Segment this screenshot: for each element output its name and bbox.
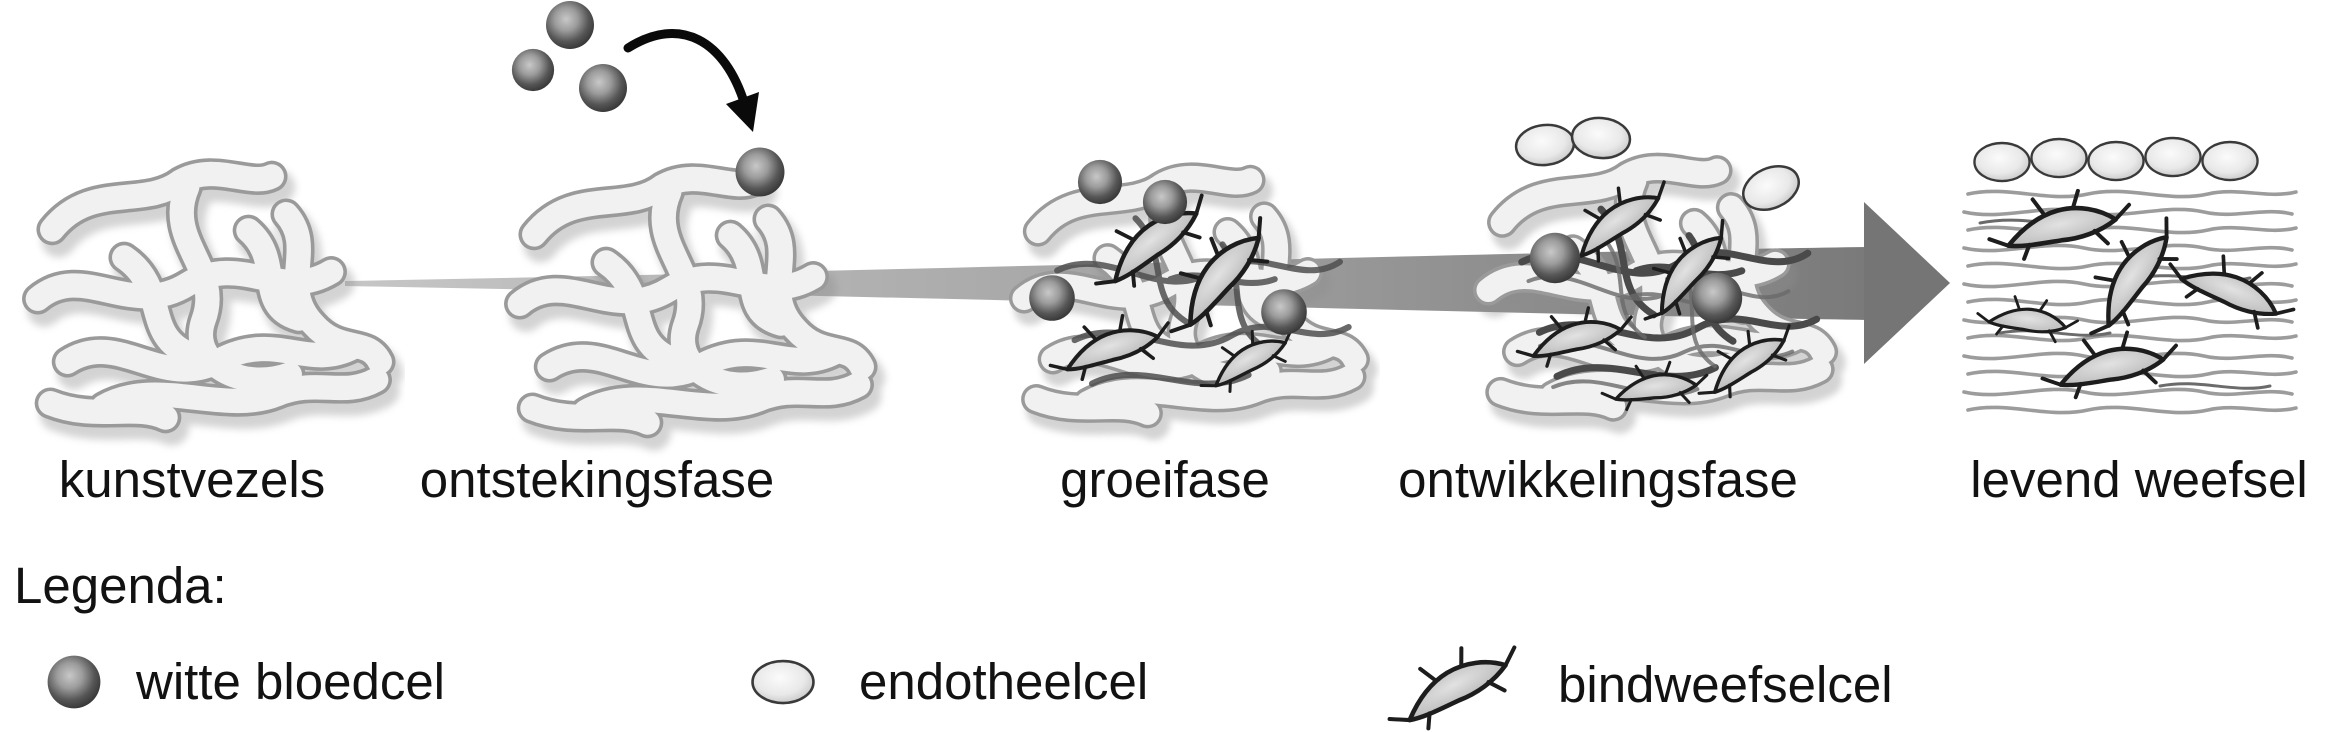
connective-tissue-cell-icon [1358, 625, 1548, 732]
cell-seeding-arrow [623, 29, 759, 132]
legend-item-bindweefselcel: bindweefselcel [1358, 625, 1893, 732]
stage-groeifase-illustration [995, 159, 1380, 460]
stage-label-levend-weefsel: levend weefsel [1970, 451, 2308, 508]
stage-ontstekingsfase-illustration [385, 1, 945, 465]
stage-levend-weefsel-illustration [1962, 136, 2305, 415]
legend-title: Legenda: [14, 557, 227, 614]
endothelial-cell-icon [1569, 114, 1633, 162]
white-blood-cell-icon [1142, 179, 1188, 225]
white-blood-cell-icon [1529, 232, 1581, 284]
legend-item-label: bindweefselcel [1558, 655, 1893, 713]
white-blood-cell-icon [579, 64, 627, 112]
endothelial-cell-icon [2030, 137, 2088, 179]
process-arrowhead [1864, 202, 1950, 364]
white-blood-cell-icon [1691, 272, 1743, 324]
white-blood-cell-icon [1077, 159, 1123, 205]
endothelial-cell-icon [1512, 120, 1578, 170]
legend-item-label: witte bloedcel [136, 653, 446, 710]
white-blood-cell-icon [1029, 275, 1075, 321]
legend-item-witte-bloedcel: witte bloedcel [46, 652, 445, 711]
stage-kunstvezels-illustration [5, 125, 405, 470]
stage-label-ontstekingsfase: ontstekingsfase [419, 451, 775, 508]
white-blood-cell-icon [546, 1, 594, 49]
legend-item-label: endotheelcel [859, 653, 1149, 710]
legend-item-endotheelcel: endotheelcel [751, 652, 1148, 711]
endothelial-cell-icon [2087, 140, 2145, 182]
white-blood-cell-icon [47, 655, 101, 708]
endothelial-cell-icon [1973, 141, 2031, 183]
stage-label-kunstvezels: kunstvezels [58, 451, 326, 508]
white-blood-cell-icon [511, 48, 555, 92]
endothelial-cell-icon [2201, 140, 2259, 182]
stage-ontwikkelingsfase-illustration [1455, 114, 1875, 460]
stage-label-ontwikkelingsfase: ontwikkelingsfase [1398, 451, 1798, 508]
white-blood-cell-icon [735, 147, 785, 197]
stage-label-groeifase: groeifase [1060, 451, 1270, 508]
endothelial-cell-icon [2144, 136, 2202, 178]
white-blood-cell-icon [1261, 289, 1307, 335]
endothelial-cell-icon [751, 659, 815, 704]
